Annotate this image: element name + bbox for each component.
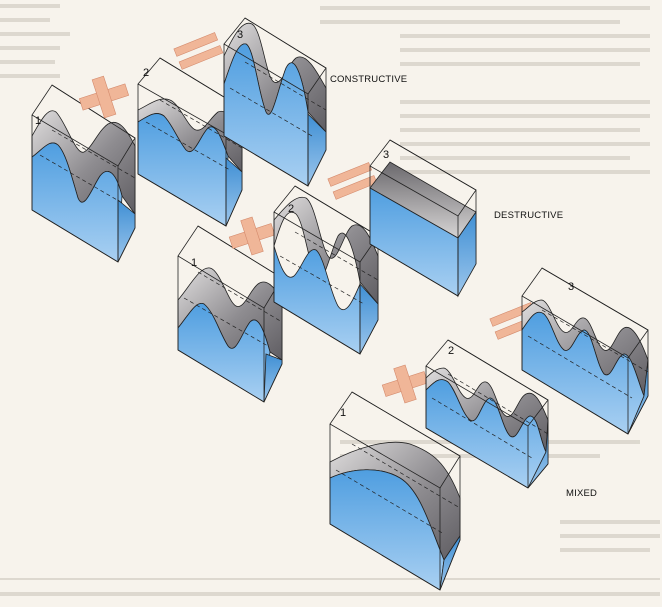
constructive-box-1: 1 (31, 84, 136, 263)
constructive-label: CONSTRUCTIVE (330, 74, 407, 85)
destructive-box-1: 1 (177, 225, 283, 403)
mixed-box-1: 1 (329, 391, 461, 591)
plus-sign-icon (381, 364, 429, 404)
box-number: 2 (143, 67, 149, 79)
destructive-box-2: 2 (273, 185, 379, 355)
box-number: 3 (568, 281, 574, 293)
mixed-box-2: 2 (425, 339, 549, 489)
mixed-label: MIXED (566, 488, 597, 499)
box-number: 3 (237, 29, 243, 41)
plus-sign-icon (228, 216, 276, 256)
box-number: 1 (340, 407, 346, 419)
box-number: 1 (191, 257, 197, 269)
box-number: 2 (448, 345, 454, 357)
equals-sign-icon (327, 162, 378, 200)
mixed-box-3: 3 (521, 267, 649, 435)
plus-sign-icon (78, 75, 130, 119)
box-number: 3 (383, 149, 389, 161)
constructive-box-2: 2 (137, 57, 243, 227)
box-number: 2 (288, 203, 294, 215)
equals-sign-icon (173, 32, 224, 70)
constructive-box-3: 3 (223, 17, 327, 187)
destructive-label: DESTRUCTIVE (494, 210, 563, 221)
box-number: 1 (35, 115, 41, 127)
destructive-box-3: 3 (369, 139, 477, 298)
